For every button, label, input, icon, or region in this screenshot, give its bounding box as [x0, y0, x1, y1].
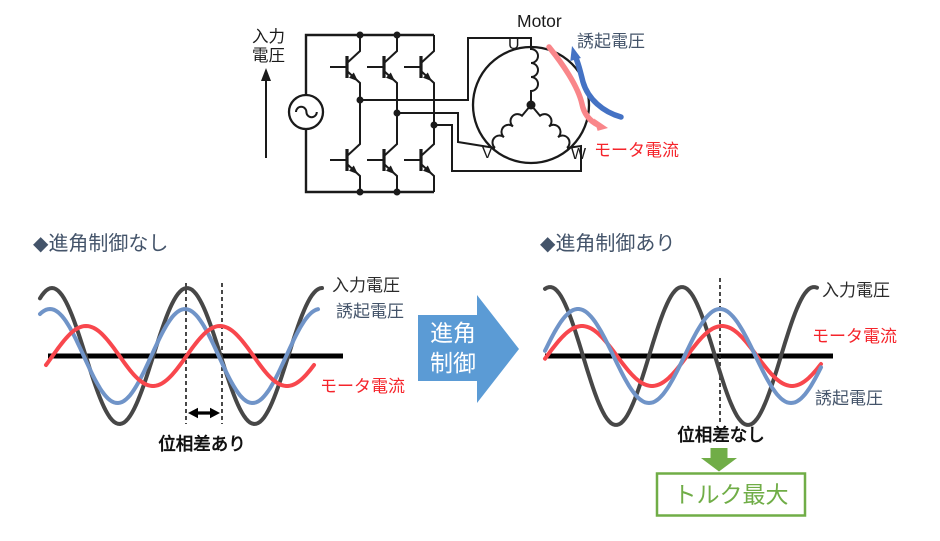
left-motor-current-wave-label: モータ電流: [320, 377, 405, 396]
input-voltage-up-arrow: [261, 68, 271, 158]
advance-control-text-line1: 進角: [430, 320, 476, 346]
wave-series: [543, 307, 823, 406]
transistor-bottom-1: [328, 136, 362, 184]
terminal-u-label: U: [508, 36, 520, 53]
transistor-top-3: [402, 43, 436, 91]
left-induced-voltage-wave-label: 誘起電圧: [336, 302, 404, 321]
motor: Motor U V W: [471, 11, 591, 165]
inverter-bridge: [304, 31, 438, 196]
motor-current-arrowhead: [594, 118, 608, 131]
down-arrow-icon: [701, 448, 737, 472]
motor-winding-w: [530, 104, 571, 149]
terminal-v-label: V: [482, 145, 493, 162]
terminal-w-label: W: [571, 146, 587, 163]
phase-difference-none-label: 位相差なし: [677, 425, 765, 445]
transistor-top-1: [328, 43, 362, 91]
phase-wires: [360, 37, 582, 172]
motor-winding-v: [491, 104, 532, 149]
right-input-voltage-wave-label: 入力電圧: [822, 281, 890, 300]
induced-voltage-label: 誘起電圧: [577, 32, 645, 51]
torque-max-label: トルク最大: [674, 482, 789, 508]
advance-control-arrow: 進角 制御: [418, 295, 519, 403]
induced-voltage-arrow: [572, 53, 624, 120]
input-voltage-label-line1: 入力: [252, 27, 285, 46]
transistor-bottom-2: [365, 136, 399, 184]
input-voltage-label-line2: 電圧: [252, 47, 285, 65]
induced-voltage-arrowhead: [570, 46, 581, 61]
motor-label: Motor: [517, 11, 562, 31]
right-induced-voltage-wave-label: 誘起電圧: [815, 389, 883, 408]
transistor-bottom-3: [402, 136, 436, 184]
wave-series: [38, 306, 320, 406]
motor-current-label: モータ電流: [594, 141, 679, 160]
ac-source: [287, 93, 325, 131]
chart-no-advance-control: [38, 283, 343, 427]
left-panel-title: ◆進角制御なし: [33, 232, 168, 255]
transistor-top-2: [365, 43, 399, 91]
motor-winding-u: [530, 47, 539, 105]
torque-max-box-border: [655, 472, 807, 517]
torque-max-box: トルク最大: [655, 472, 807, 517]
phase-arrowhead-left: [188, 407, 198, 419]
motor-current-arrow: [546, 44, 601, 128]
right-motor-current-wave-label: モータ電流: [812, 327, 897, 346]
phase-arrowhead-right: [210, 407, 220, 419]
circuit-diagram: 入力 電圧: [252, 11, 679, 196]
advance-control-arrow-shape: [418, 295, 519, 403]
advance-control-text-line2: 制御: [430, 350, 476, 376]
left-input-voltage-wave-label: 入力電圧: [332, 276, 400, 295]
phase-difference-present-label: 位相差あり: [158, 434, 246, 454]
right-panel-title: ◆進角制御あり: [540, 232, 675, 255]
chart-with-advance-control: [543, 278, 833, 427]
wave-series: [44, 323, 316, 388]
